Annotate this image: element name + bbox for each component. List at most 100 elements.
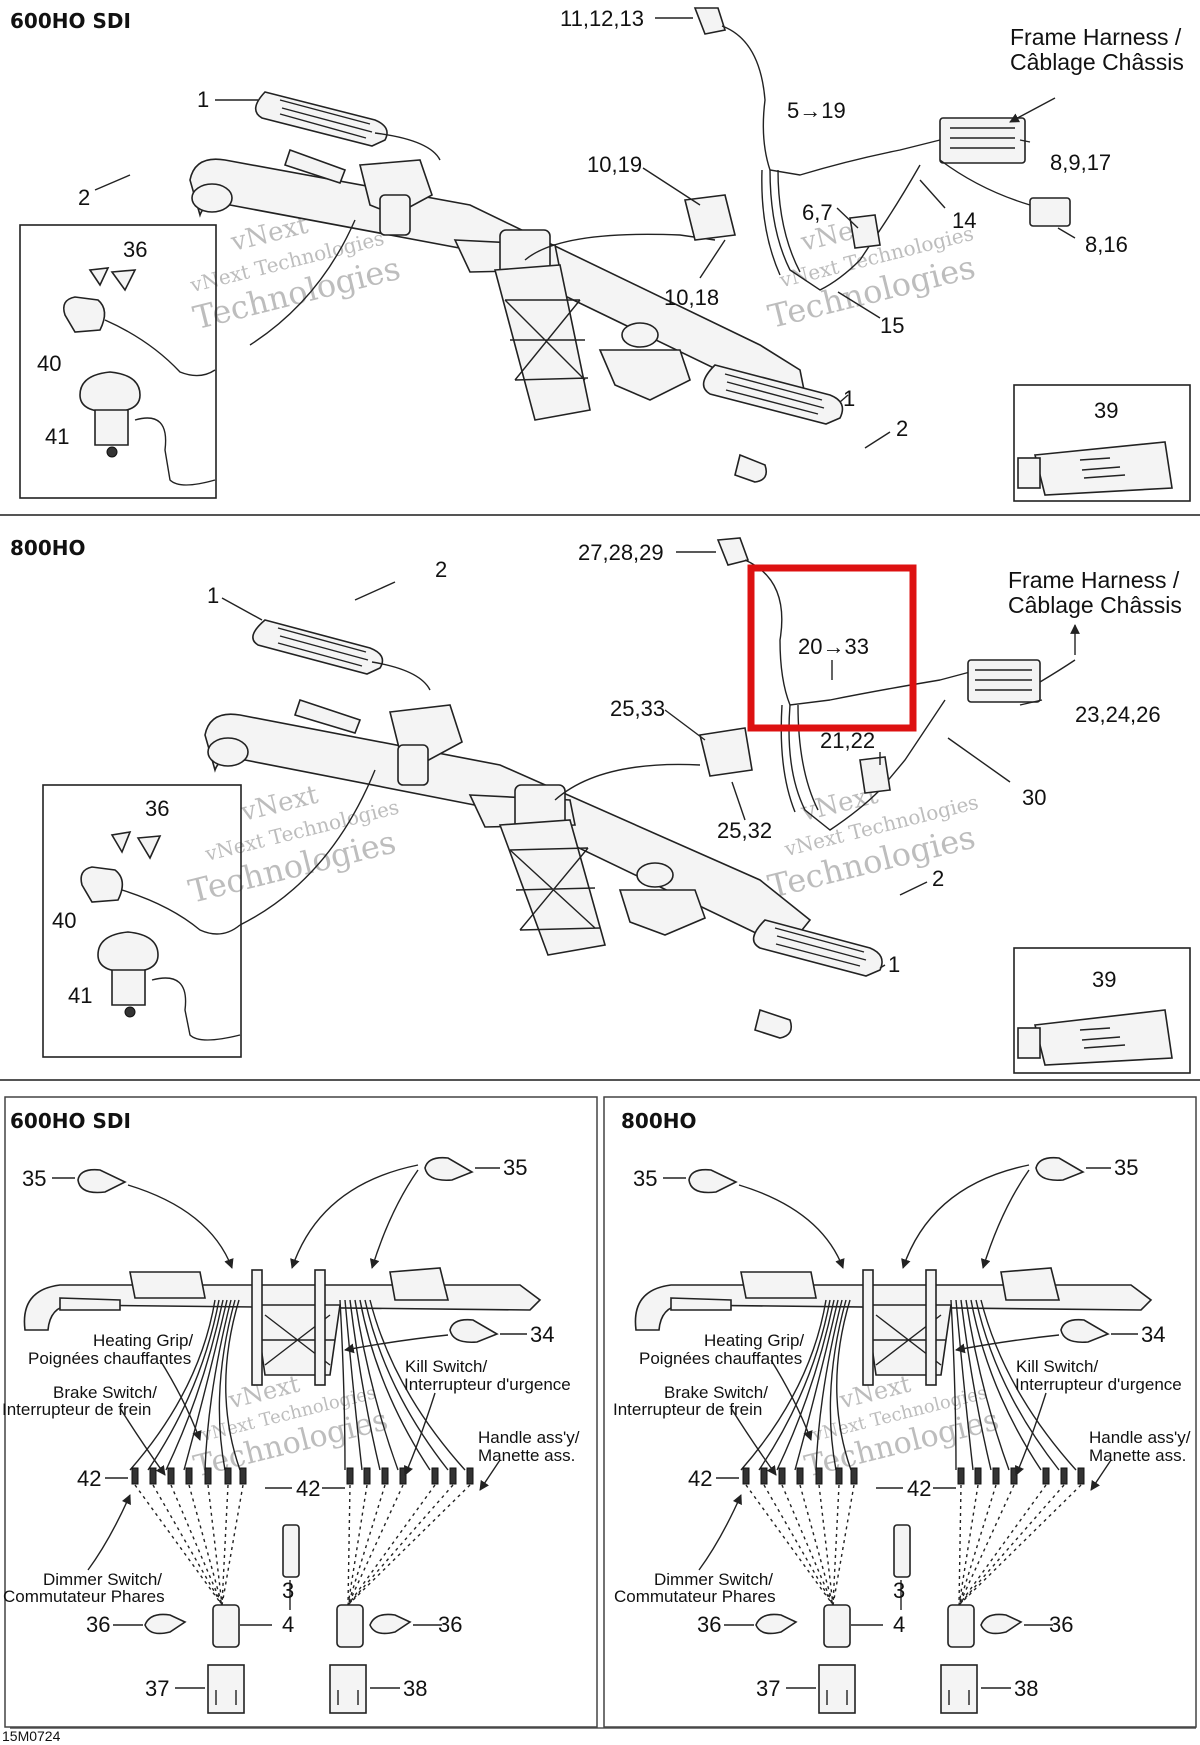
inset-box-middle <box>42 784 242 1058</box>
callout-35: 35 <box>22 1166 46 1191</box>
grease-tube-icon <box>1017 1009 1173 1066</box>
part-4-right <box>947 1604 975 1648</box>
brake-switch-label: Brake Switch/ <box>53 1383 157 1402</box>
clip-part-36 <box>755 1613 798 1635</box>
callout-37: 37 <box>145 1676 169 1701</box>
cable-tie-35-left <box>688 1168 738 1194</box>
bottom-panel-title: 600HO SDI <box>10 1109 131 1133</box>
callout-35-right: 35 <box>503 1155 527 1180</box>
part-4-left <box>823 1604 851 1648</box>
callout-4: 4 <box>282 1612 294 1637</box>
callout-23-24-26: 23,24,26 <box>1075 702 1161 727</box>
handlebar-front-view <box>23 1267 542 1386</box>
inset-box-top <box>19 224 217 499</box>
callout-14: 14 <box>952 208 976 233</box>
callout-34: 34 <box>530 1322 554 1347</box>
leader-line <box>839 394 849 403</box>
clip-part-36 <box>88 267 137 292</box>
leader-line <box>642 167 701 206</box>
callout-2-right: 2 <box>896 416 908 441</box>
switch-part-40 <box>80 866 124 903</box>
part-4-right <box>336 1604 364 1648</box>
callout-41: 41 <box>68 983 92 1008</box>
handle-label: Handle ass'y/ <box>478 1428 580 1447</box>
callout-1: 1 <box>207 583 219 608</box>
callout-1-right: 1 <box>843 386 855 411</box>
middle-section: 800HO vNext vNext Technologies Technolog… <box>10 536 1191 1074</box>
leader-line <box>879 964 886 969</box>
leader-line <box>899 881 928 896</box>
handle-label: Handle ass'y/ <box>1089 1428 1191 1447</box>
heating-grip-label: Heating Grip/ <box>93 1331 193 1350</box>
grease-tube-icon <box>1017 441 1173 496</box>
cable-tie-34 <box>449 1318 499 1344</box>
callout-3: 3 <box>282 1578 294 1603</box>
leader-line <box>947 737 1011 783</box>
callout-36: 36 <box>145 796 169 821</box>
kill-switch-label-fr: Interrupteur d'urgence <box>404 1375 571 1394</box>
callout-3: 3 <box>893 1578 905 1603</box>
callout-1-right: 1 <box>888 952 900 977</box>
leader-line <box>836 207 859 229</box>
leader-line <box>699 239 726 279</box>
clip-part-36 <box>110 830 162 860</box>
callout-4: 4 <box>893 1612 905 1637</box>
cable-tie-35-right <box>1035 1156 1085 1182</box>
callout-36-right: 36 <box>1049 1612 1073 1637</box>
heating-grip-label: Heating Grip/ <box>704 1331 804 1350</box>
callout-42-right: 42 <box>296 1476 320 1501</box>
callout-11-12-13: 11,12,13 <box>560 6 644 31</box>
leader-line <box>354 581 396 601</box>
callout-42-left: 42 <box>77 1466 101 1491</box>
connector-37 <box>207 1664 245 1714</box>
switch-part-40 <box>62 296 106 333</box>
connector-38 <box>329 1664 367 1714</box>
callout-39: 39 <box>1092 967 1116 992</box>
kill-switch-label: Kill Switch/ <box>1016 1357 1098 1376</box>
callout-38: 38 <box>403 1676 427 1701</box>
callout-8-16: 8,16 <box>1085 232 1128 257</box>
leader-line <box>221 597 263 621</box>
callout-36-left: 36 <box>86 1612 110 1637</box>
clip-part-36 <box>980 1613 1023 1635</box>
connector-37 <box>818 1664 856 1714</box>
callout-36-left: 36 <box>697 1612 721 1637</box>
part-3 <box>282 1524 300 1578</box>
dimmer-switch-label: Dimmer Switch/ <box>654 1570 773 1589</box>
brake-switch-label: Brake Switch/ <box>664 1383 768 1402</box>
callout-5-19: 5→19 <box>787 98 846 123</box>
kill-switch-label: Kill Switch/ <box>405 1357 487 1376</box>
frame-harness-label: Frame Harness / <box>1008 567 1180 593</box>
frame-harness-label: Frame Harness / <box>1010 24 1182 50</box>
cable-tie-35-right <box>424 1156 474 1182</box>
callout-34: 34 <box>1141 1322 1165 1347</box>
callout-10-18: 10,18 <box>664 285 719 310</box>
handlebar-drawing-middle <box>204 619 883 1039</box>
callout-36-right: 36 <box>438 1612 462 1637</box>
leader-line <box>1009 97 1056 123</box>
cable-tie-34 <box>1060 1318 1110 1344</box>
callout-25-33: 25,33 <box>610 696 665 721</box>
wire-bundle <box>740 1299 1085 1485</box>
top-section: 600HO SDI vNext vNext Technologies Techn… <box>10 6 1191 502</box>
leader-line <box>837 291 881 319</box>
leader-line <box>864 431 891 449</box>
callout-8-9-17: 8,9,17 <box>1050 150 1111 175</box>
callout-2: 2 <box>435 557 447 582</box>
arrows <box>87 1164 501 1571</box>
arrows <box>698 1164 1112 1571</box>
callout-6-7: 6,7 <box>802 200 833 225</box>
grease-tube-box-top <box>1013 384 1191 502</box>
dimmer-switch-label: Dimmer Switch/ <box>43 1570 162 1589</box>
callout-37: 37 <box>756 1676 780 1701</box>
callout-42-right: 42 <box>907 1476 931 1501</box>
dimmer-switch-label-fr: Commutateur Phares <box>614 1587 776 1606</box>
kill-switch-label-fr: Interrupteur d'urgence <box>1015 1375 1182 1394</box>
callout-27-28-29: 27,28,29 <box>578 540 664 565</box>
dimmer-switch-label-fr: Commutateur Phares <box>3 1587 165 1606</box>
dotted-connection-lines <box>745 1484 1082 1606</box>
part-4-left <box>212 1604 240 1648</box>
top-section-title: 600HO SDI <box>10 9 131 33</box>
